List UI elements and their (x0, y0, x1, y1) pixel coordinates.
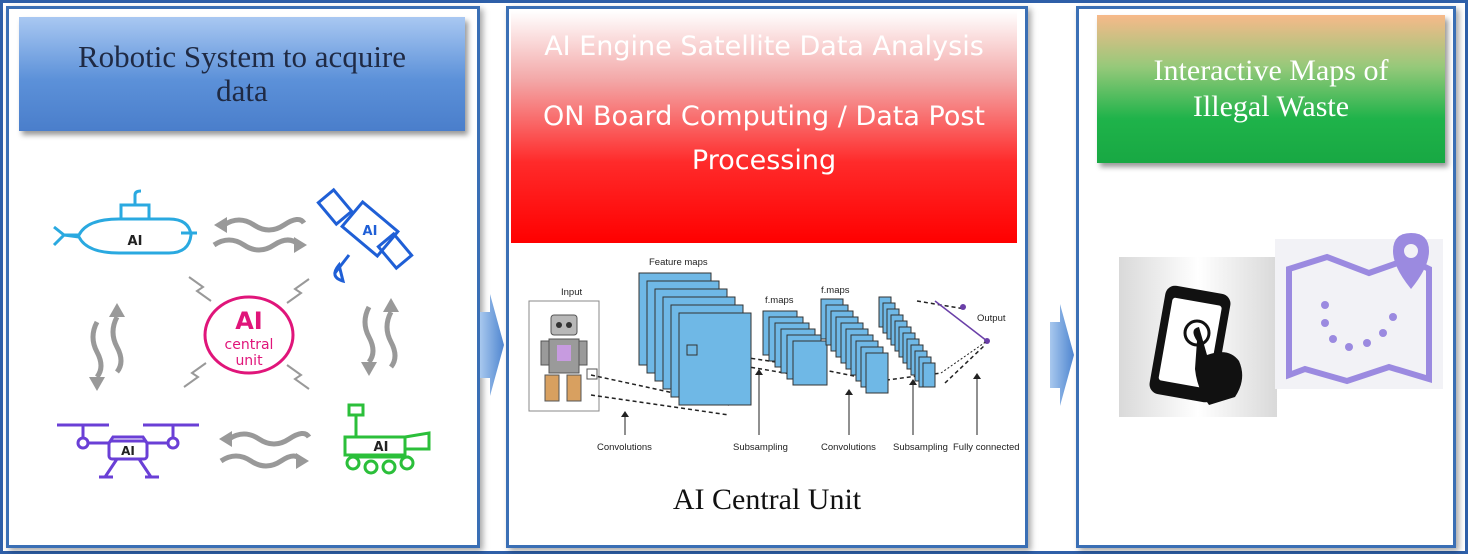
ai-central-unit-circle (203, 295, 295, 375)
wave-arrows-top (212, 217, 307, 253)
flow-arrow-2 (1050, 304, 1074, 406)
cnn-label-input: Input (561, 287, 582, 298)
flow-arrow-1 (480, 294, 504, 396)
rover-icon (343, 403, 431, 475)
interactive-maps-panel: Interactive Maps of Illegal Waste (1076, 6, 1456, 548)
ai-engine-panel: AI Engine Satellite Data Analysis ON Boa… (506, 6, 1028, 548)
wave-arrows-right (362, 305, 398, 369)
cnn-label-convolutions-1: Convolutions (597, 442, 652, 453)
cnn-label-subsampling-1: Subsampling (733, 442, 788, 453)
interactive-maps-title: Interactive Maps of Illegal Waste (1097, 15, 1445, 163)
robots-illustration: AI AI (52, 187, 431, 479)
rover-ai-badge: AI (374, 440, 389, 455)
robotic-system-title-text: Robotic System to acquire data (77, 39, 407, 108)
ai-engine-title-line1: AI Engine Satellite Data Analysis (544, 31, 984, 62)
cnn-label-fmaps-2: f.maps (821, 285, 850, 296)
wave-arrows-bottom (219, 431, 312, 469)
cnn-label-subsampling-2: Subsampling (893, 442, 948, 453)
cnn-label-feature-maps: Feature maps (649, 257, 708, 268)
satellite-icon (316, 187, 414, 284)
drone-icon (57, 423, 199, 479)
wave-arrows-left (90, 315, 124, 379)
phone-touch-icon (1149, 285, 1243, 405)
ai-central-unit-ai: AI (235, 307, 263, 335)
maps-illustration (1119, 233, 1443, 417)
ai-central-unit-unit: unit (235, 353, 263, 369)
cnn-diagram: Input Feature maps (528, 257, 1020, 453)
cnn-label-output: Output (977, 313, 1006, 324)
fmaps-stack-3 (878, 296, 936, 388)
output-node-1 (960, 304, 966, 310)
map-pin-icon (1275, 233, 1443, 389)
cnn-label-convolutions-2: Convolutions (821, 442, 876, 453)
robotic-system-panel: Robotic System to acquire data AI AI (6, 6, 480, 548)
interactive-maps-title-text: Interactive Maps of Illegal Waste (1153, 54, 1389, 123)
cnn-label-fmaps-1: f.maps (765, 295, 794, 306)
robotic-system-title: Robotic System to acquire data (19, 17, 465, 131)
fmaps-stack-2 (820, 298, 889, 394)
submarine-icon (52, 189, 197, 255)
feature-maps-stack (638, 272, 752, 406)
ai-central-unit-central: central (225, 337, 274, 353)
ai-engine-title: AI Engine Satellite Data Analysis ON Boa… (511, 11, 1017, 243)
diagonal-arrows (183, 276, 310, 390)
submarine-ai-badge: AI (128, 234, 143, 249)
robot-input-icon (540, 314, 588, 402)
drone-ai-badge: AI (121, 444, 135, 458)
cnn-label-fully-connected: Fully connected (953, 442, 1020, 453)
ai-central-unit-caption: AI Central Unit (672, 483, 862, 516)
satellite-ai-badge: AI (363, 224, 378, 239)
fmaps-stack-1 (762, 310, 828, 386)
ai-engine-title-line2: ON Board Computing / Data Post Processin… (542, 101, 986, 176)
